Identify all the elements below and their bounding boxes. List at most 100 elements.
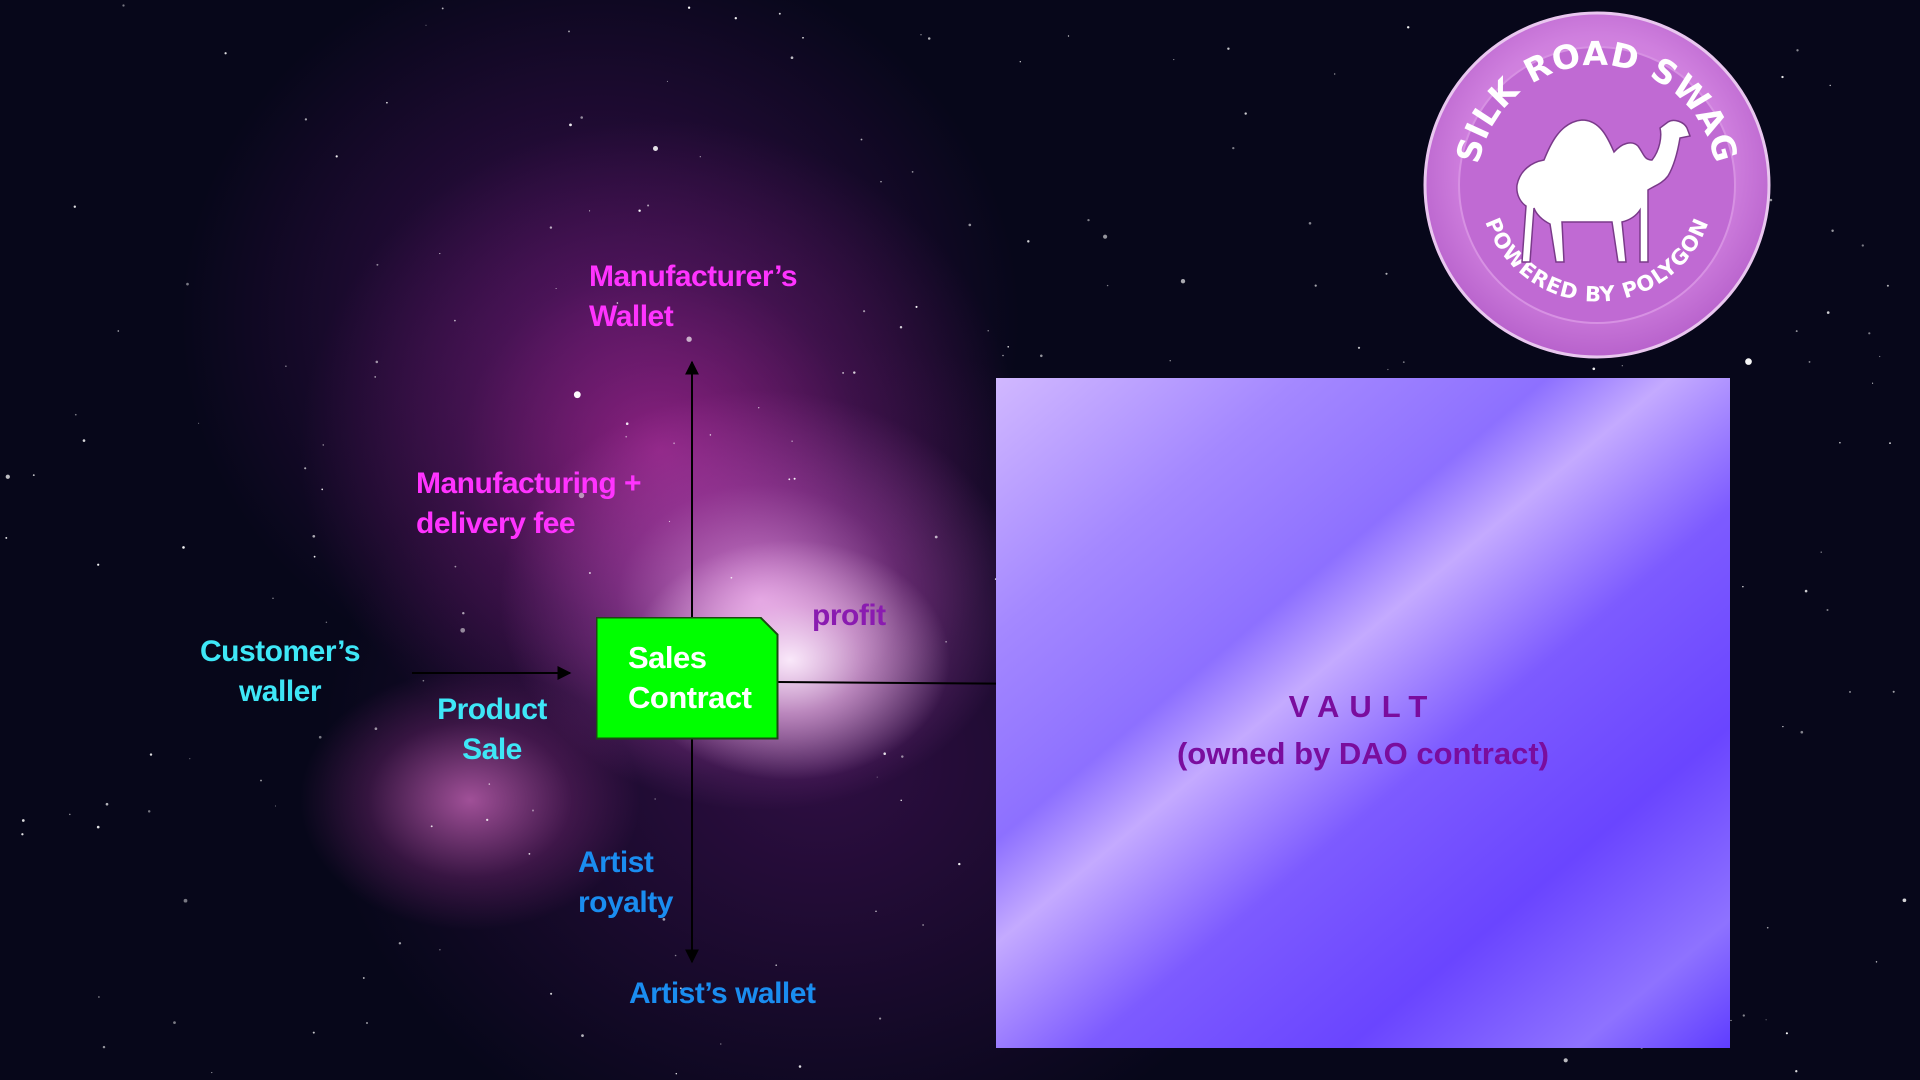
star <box>1244 112 1247 115</box>
star <box>1103 234 1108 239</box>
star <box>709 434 712 436</box>
star <box>376 263 379 266</box>
star <box>625 435 628 438</box>
star <box>73 205 76 208</box>
star <box>1872 382 1874 384</box>
star <box>860 138 863 141</box>
star <box>274 805 277 807</box>
star <box>69 813 71 816</box>
star <box>147 810 151 813</box>
star <box>1892 690 1895 693</box>
star <box>875 910 877 912</box>
star <box>5 474 10 479</box>
star <box>863 310 866 313</box>
star <box>1002 354 1004 357</box>
star <box>958 862 961 866</box>
star <box>879 1017 882 1020</box>
star <box>569 123 572 127</box>
star <box>460 627 466 633</box>
artist-royalty-line1: Artist <box>578 846 654 879</box>
star <box>798 1065 802 1068</box>
star <box>915 305 918 308</box>
star <box>1232 146 1235 150</box>
vault-subtitle: (owned by DAO contract) <box>1176 736 1549 771</box>
star <box>1886 284 1889 287</box>
star <box>312 1031 315 1034</box>
star <box>96 825 100 829</box>
star <box>1879 355 1881 358</box>
star <box>488 783 491 785</box>
artist-royalty-line2: royalty <box>578 886 673 919</box>
artist-royalty-label: Artist royalty <box>578 843 673 923</box>
star <box>788 478 791 481</box>
star <box>1180 279 1186 284</box>
star <box>880 181 882 183</box>
product-sale-line1: Product <box>437 693 547 726</box>
sales-contract-border <box>596 617 779 740</box>
star <box>778 12 781 15</box>
star <box>1795 330 1798 333</box>
star <box>1765 1019 1767 1021</box>
star <box>1849 690 1851 693</box>
star <box>625 422 629 426</box>
product-sale-label: Product Sale <box>432 690 552 770</box>
customer-wallet-line2: waller <box>238 675 322 708</box>
star <box>312 534 316 538</box>
star <box>224 52 227 55</box>
star <box>375 360 379 364</box>
star <box>1839 441 1841 444</box>
silk-road-swag-logo: SILK ROAD SWAG POWERED BY POLYGON <box>1423 11 1771 359</box>
star <box>1169 360 1171 362</box>
star <box>386 101 388 104</box>
star <box>304 118 308 121</box>
star <box>1800 730 1804 734</box>
star <box>462 611 465 615</box>
manufacturer-wallet-line1: Manufacturer’s <box>589 260 798 293</box>
sales-contract-line1: Sales <box>628 640 707 675</box>
star <box>454 319 456 322</box>
star <box>1875 961 1878 963</box>
star <box>653 146 658 151</box>
star <box>1742 586 1744 588</box>
star <box>1820 551 1822 553</box>
star <box>1868 332 1871 335</box>
star <box>679 987 682 990</box>
star <box>922 924 924 926</box>
star <box>21 833 24 836</box>
manufacturer-wallet-line2: Wallet <box>589 300 674 333</box>
star <box>987 330 989 332</box>
star <box>189 758 191 760</box>
star <box>211 1072 213 1074</box>
star <box>853 371 856 374</box>
star <box>1889 442 1891 445</box>
sales-contract-label: Sales Contract <box>628 638 752 718</box>
star <box>790 56 794 60</box>
star <box>1308 222 1312 225</box>
star <box>74 413 77 416</box>
star <box>272 597 274 599</box>
star <box>1173 59 1175 61</box>
star <box>1406 26 1410 29</box>
star <box>105 802 109 806</box>
star <box>578 492 585 499</box>
star <box>1861 244 1864 247</box>
star <box>1067 35 1070 37</box>
star <box>1357 346 1361 349</box>
star <box>321 488 324 491</box>
star <box>454 565 457 568</box>
star <box>531 809 535 812</box>
star <box>1829 84 1831 87</box>
star <box>325 621 328 624</box>
star <box>662 918 666 921</box>
star <box>1782 725 1784 728</box>
star <box>1040 354 1043 358</box>
star <box>1007 346 1009 348</box>
star <box>900 799 902 802</box>
star <box>1730 1019 1732 1022</box>
star <box>374 727 378 731</box>
star <box>901 755 904 758</box>
star <box>21 819 25 822</box>
profit-label: profit <box>812 599 886 632</box>
star <box>1087 218 1090 222</box>
product-sale-line2: Sale <box>462 733 522 766</box>
